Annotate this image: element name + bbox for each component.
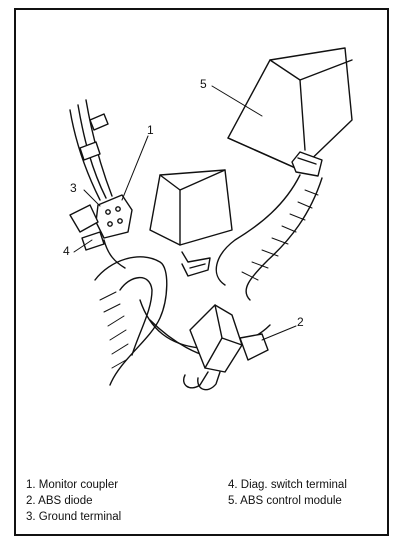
callout-1: 1 [147,123,154,137]
callout-3: 3 [70,181,77,195]
relay-box [149,169,233,277]
callout-5: 5 [200,77,207,91]
callout-2: 2 [297,315,304,329]
legend-item: 2. ABS diode [26,495,93,507]
harness-left-wires [69,99,113,201]
legend-item: 3. Ground terminal [26,511,122,523]
terminal-connectors [69,204,126,269]
legend-item: 1. Monitor coupler [26,479,119,491]
legend: 1. Monitor coupler 2. ABS diode 3. Groun… [26,479,376,530]
abs-control-module [227,47,353,177]
callout-4: 4 [63,244,70,258]
abs-diode [183,304,269,391]
monitor-coupler [95,194,133,239]
harness-upper-right [215,174,323,301]
main-harness [94,256,271,386]
legend-item: 4. Diag. switch terminal [228,479,347,491]
callout-leaders [73,85,297,341]
legend-item: 5. ABS control module [228,495,342,507]
